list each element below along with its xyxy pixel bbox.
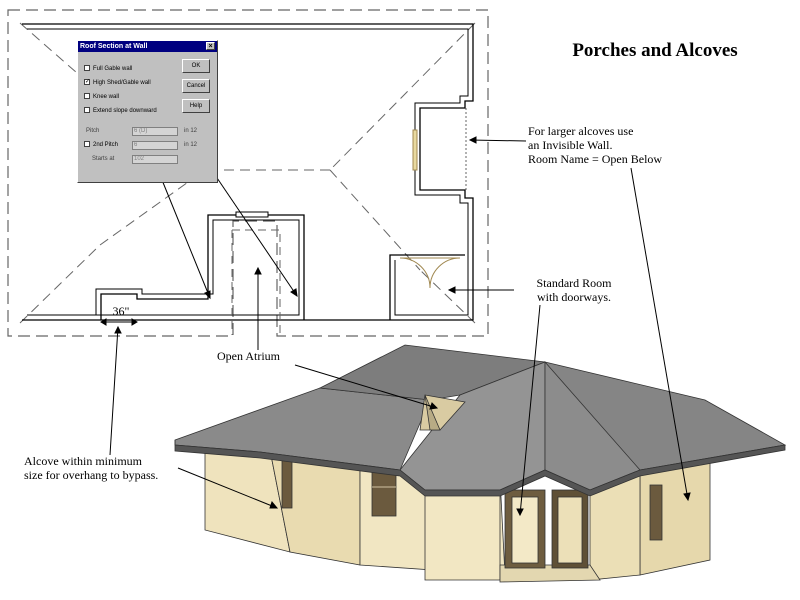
atrium-outline bbox=[231, 229, 281, 335]
dialog-title: Roof Section at Wall bbox=[80, 43, 148, 50]
note-invisible-wall-line1: For larger alcoves use bbox=[528, 124, 634, 138]
checkbox-extend-slope[interactable] bbox=[84, 107, 90, 114]
atrium-inner-wall bbox=[424, 394, 441, 431]
dimension-label: 36" bbox=[112, 304, 130, 318]
window-left bbox=[281, 457, 293, 509]
note-standard-room: Standard Room with doorways. bbox=[514, 276, 634, 304]
checkbox-knee-wall[interactable] bbox=[84, 93, 90, 100]
starts-at-field[interactable]: 102 bbox=[132, 155, 178, 164]
second-pitch-row[interactable]: 2nd Pitch bbox=[84, 141, 118, 149]
pitch-field[interactable]: 6 (D) bbox=[132, 127, 178, 136]
house-3d bbox=[174, 344, 787, 583]
roof-fascia bbox=[174, 440, 786, 497]
window-left-alcove bbox=[412, 129, 418, 171]
second-pitch-label: 2nd Pitch bbox=[93, 142, 119, 148]
note-invisible-wall-line3: Room Name = Open Below bbox=[528, 152, 663, 166]
help-button[interactable]: Help bbox=[182, 99, 210, 113]
roof-section-dialog: Roof Section at Wall × Full Gable wall ✓… bbox=[77, 40, 218, 183]
leader-lines bbox=[109, 136, 691, 517]
option-knee-wall[interactable]: Knee wall bbox=[84, 93, 119, 101]
ok-button[interactable]: OK bbox=[182, 59, 210, 73]
option-knee-wall-label: Knee wall bbox=[93, 94, 120, 100]
dimension-arrow-left bbox=[100, 318, 107, 326]
floor-plan bbox=[7, 9, 489, 337]
checkbox-high-shed[interactable]: ✓ bbox=[84, 79, 91, 86]
cancel-button[interactable]: Cancel bbox=[182, 79, 210, 93]
door-swing bbox=[399, 257, 461, 289]
note-invisible-wall: For larger alcoves use an Invisible Wall… bbox=[528, 124, 728, 166]
roof-outline bbox=[7, 9, 489, 337]
window-right bbox=[649, 484, 663, 541]
pitch-unit: in 12 bbox=[184, 128, 198, 134]
option-full-gable[interactable]: Full Gable wall bbox=[84, 65, 132, 73]
window-top bbox=[235, 211, 269, 218]
hip-line-valley2 bbox=[329, 169, 421, 271]
hip-line-mid-left bbox=[99, 169, 206, 246]
second-pitch-unit: in 12 bbox=[184, 142, 198, 148]
note-standard-room-line2: with doorways. bbox=[537, 290, 611, 304]
wall-outer bbox=[22, 23, 474, 321]
page-title: Porches and Alcoves bbox=[572, 40, 738, 61]
option-full-gable-label: Full Gable wall bbox=[93, 66, 133, 72]
option-extend-slope[interactable]: Extend slope downward bbox=[84, 107, 157, 115]
option-high-shed[interactable]: ✓High Shed/Gable wall bbox=[84, 79, 151, 87]
hip-line-sw bbox=[19, 244, 101, 324]
option-extend-slope-label: Extend slope downward bbox=[93, 108, 157, 114]
checkbox-second-pitch[interactable] bbox=[84, 141, 90, 148]
option-high-shed-label: High Shed/Gable wall bbox=[93, 80, 151, 86]
wall-inner bbox=[27, 28, 469, 316]
note-invisible-wall-line2: an Invisible Wall. bbox=[528, 138, 613, 152]
porch-door bbox=[511, 496, 539, 564]
note-minimum-alcove-line2: size for overhang to bypass. bbox=[24, 468, 159, 482]
note-minimum-alcove: Alcove within minimum size for overhang … bbox=[24, 454, 204, 482]
note-minimum-alcove-line1: Alcove within minimum bbox=[24, 454, 142, 468]
dialog-title-bar: Roof Section at Wall × bbox=[78, 41, 217, 52]
starts-at-label: Starts at bbox=[92, 156, 115, 162]
dimension-arrow-right bbox=[131, 318, 138, 326]
note-open-atrium: Open Atrium bbox=[217, 349, 280, 363]
close-icon[interactable]: × bbox=[206, 42, 215, 50]
note-standard-room-line1: Standard Room bbox=[536, 276, 612, 290]
hip-line-nw bbox=[19, 22, 86, 81]
hip-line-se bbox=[419, 269, 476, 324]
pitch-label: Pitch bbox=[86, 128, 100, 134]
checkbox-full-gable[interactable] bbox=[84, 65, 90, 72]
hip-line-ne bbox=[329, 22, 476, 171]
porch-door-right bbox=[557, 496, 583, 564]
second-pitch-field[interactable]: 6 bbox=[132, 141, 178, 150]
